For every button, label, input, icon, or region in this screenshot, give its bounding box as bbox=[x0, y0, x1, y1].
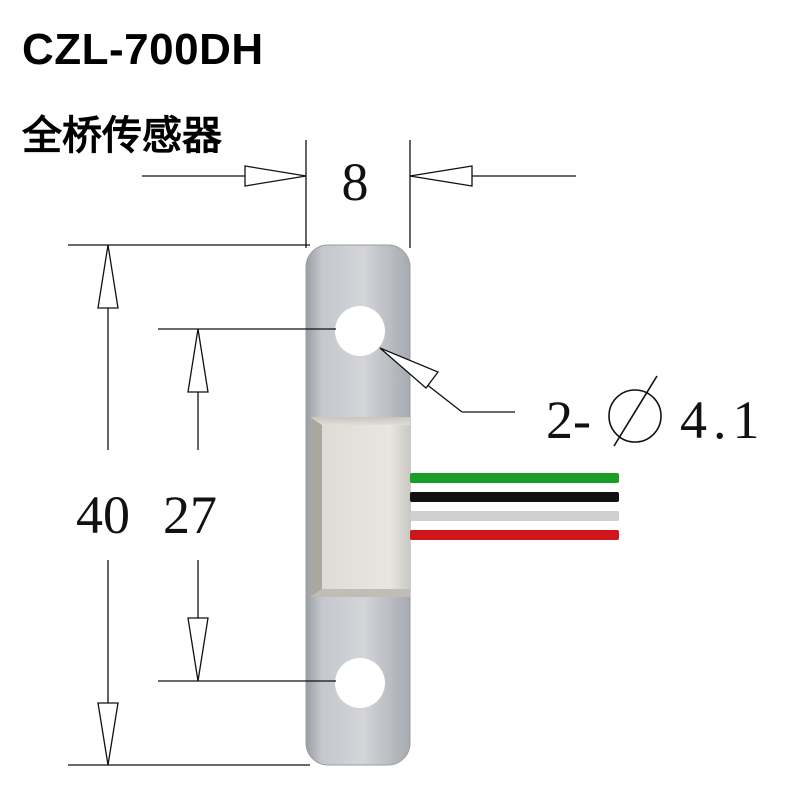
width-arrow-right bbox=[409, 165, 473, 187]
strain-gauge-block bbox=[310, 417, 410, 597]
spacing-arrow-bottom bbox=[187, 617, 209, 682]
length-dimension bbox=[68, 244, 310, 766]
mounting-hole-bottom bbox=[335, 658, 385, 708]
length-arrow-bottom bbox=[97, 702, 119, 766]
hole-spacing-label: 27 bbox=[163, 485, 217, 545]
hole-count-prefix: 2- bbox=[546, 390, 591, 450]
wire-red bbox=[410, 530, 619, 540]
spacing-arrow-top bbox=[187, 328, 209, 393]
width-dimension bbox=[142, 140, 576, 248]
hole-diameter-label: 4.1 bbox=[680, 390, 766, 450]
total-length-label: 40 bbox=[76, 485, 130, 545]
width-dimension-label: 8 bbox=[342, 152, 369, 212]
hole-spacing-dimension bbox=[158, 328, 336, 682]
hole-diameter-leader bbox=[379, 347, 515, 413]
sensor-wires bbox=[410, 473, 619, 540]
wire-green bbox=[410, 473, 619, 483]
mounting-hole-top bbox=[335, 306, 385, 356]
diameter-symbol-icon bbox=[608, 375, 662, 447]
wire-white bbox=[410, 511, 619, 521]
width-arrow-left bbox=[244, 165, 307, 187]
length-arrow-top bbox=[97, 244, 119, 309]
product-model-title: CZL-700DH bbox=[22, 25, 264, 74]
wire-black bbox=[410, 492, 619, 502]
leader-arrow bbox=[379, 347, 440, 389]
product-type-subtitle: 全桥传感器 bbox=[22, 113, 222, 159]
